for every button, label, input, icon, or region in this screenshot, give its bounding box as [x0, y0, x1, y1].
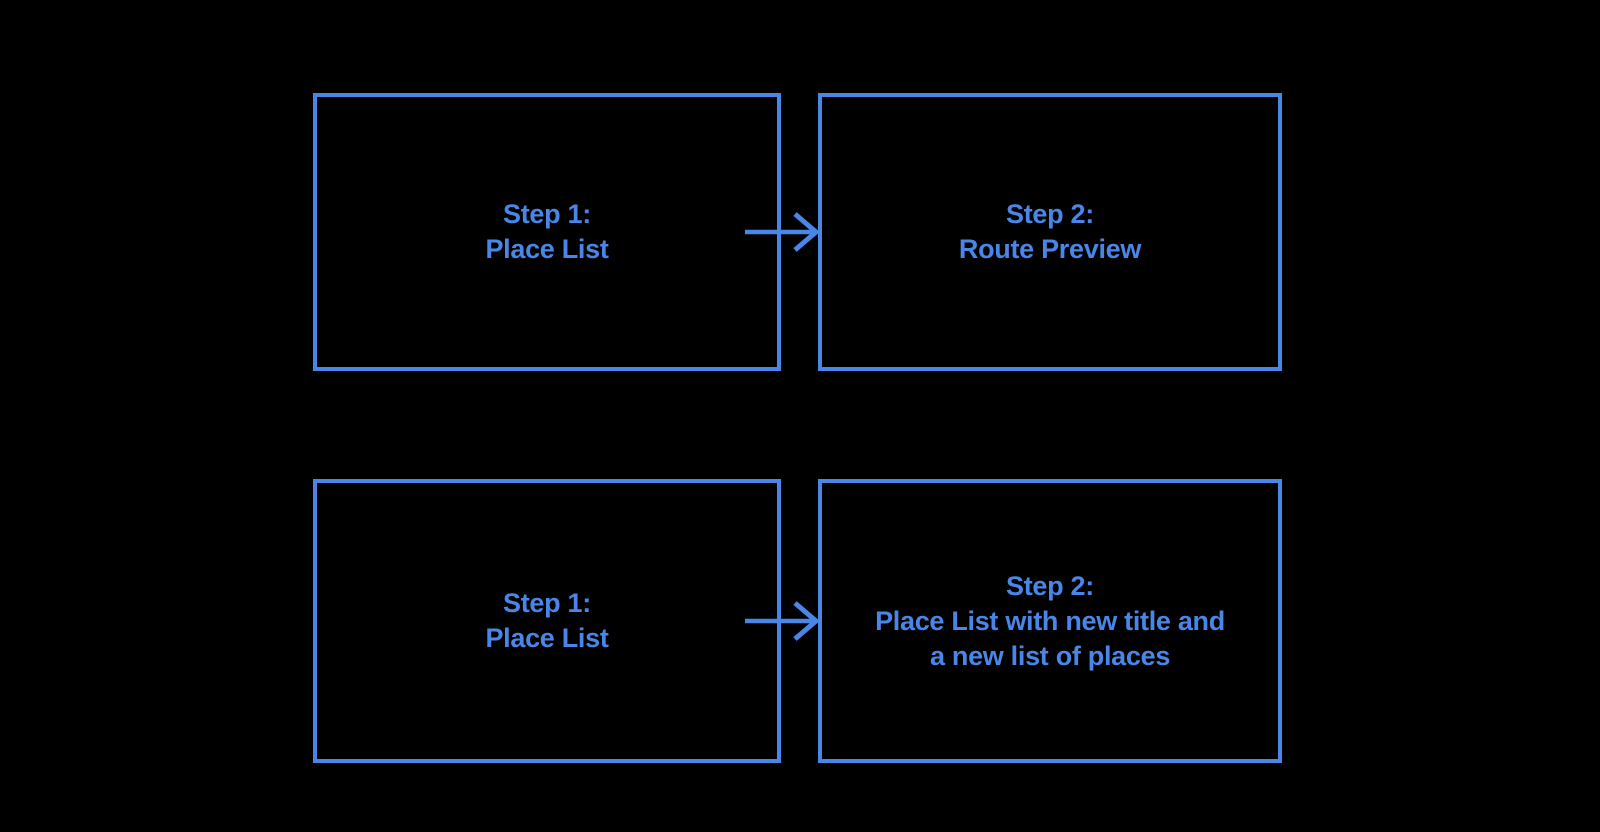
box-label-line: Route Preview — [958, 234, 1142, 264]
box-label-line: Step 1: — [503, 199, 591, 229]
box-label-line: a new list of places — [929, 640, 1171, 671]
flow1-step1-box: Step 1: Place List — [313, 93, 781, 371]
flow1-step2-box: Step 2: Route Preview — [818, 93, 1282, 371]
flow2-step1-box: Step 1: Place List — [313, 479, 781, 763]
arrow-head-icon — [793, 212, 820, 252]
flow2-step2-box: Step 2: Place List with new title and a … — [818, 479, 1282, 763]
box-label-line: Place List — [485, 623, 609, 653]
box-label-line: Place List with new title and — [875, 605, 1225, 636]
box-label-line: Step 2: — [1006, 199, 1094, 229]
box-label-line: Step 1: — [503, 588, 591, 618]
box-label-line: Place List — [485, 234, 609, 264]
box-label-line: Step 2: — [1006, 570, 1094, 601]
arrow-head-icon — [793, 601, 820, 641]
